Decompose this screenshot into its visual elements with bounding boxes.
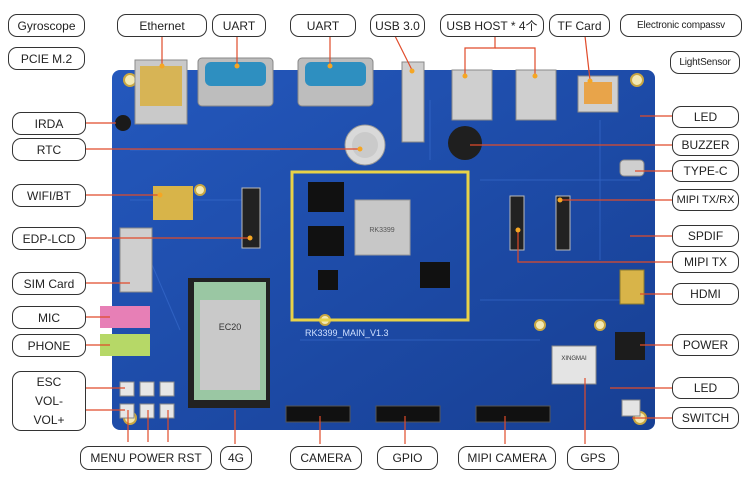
label-mipi-camera: MIPI CAMERA	[458, 446, 556, 470]
label-type-c: TYPE-C	[672, 160, 739, 182]
mounting-holes	[123, 73, 647, 425]
power-switch	[621, 399, 641, 417]
edp-connector	[241, 187, 261, 249]
label-irda: IRDA	[12, 112, 86, 135]
power-jack	[615, 332, 645, 360]
label-buzzer: BUZZER	[672, 134, 739, 156]
label-vol-plus: VOL+	[33, 412, 65, 427]
buzzer	[448, 126, 482, 160]
label-gyroscope: Gyroscope	[8, 14, 85, 37]
uart-connectors	[197, 57, 374, 107]
label-mipi-tx: MIPI TX	[672, 251, 739, 273]
leader-dots	[157, 63, 593, 241]
hdmi-port	[619, 269, 645, 305]
label-switch: SWITCH	[672, 407, 739, 429]
label-menu-power-rst: MENU POWER RST	[80, 446, 212, 470]
soc-label: RK3399	[369, 227, 394, 234]
label-power: POWER	[672, 334, 739, 356]
label-wifi-bt: WIFI/BT	[12, 184, 86, 207]
label-spdif: SPDIF	[672, 225, 739, 247]
label-compass: Electronic compassv	[620, 14, 742, 37]
label-phone: PHONE	[12, 334, 86, 357]
label-hdmi: HDMI	[672, 283, 739, 305]
memory-chips	[308, 182, 450, 290]
sim-slot	[119, 227, 153, 293]
label-vol-minus: VOL-	[34, 393, 63, 408]
label-4g: 4G	[220, 446, 252, 470]
mipi-connectors	[509, 195, 571, 251]
label-pcie: PCIE M.2	[8, 47, 85, 70]
label-usb-host: USB HOST * 4个	[440, 14, 544, 37]
mic-jack	[100, 306, 150, 328]
usb-host-ports	[451, 69, 557, 121]
leader-lines	[86, 35, 672, 444]
label-esc-vol-group: ESC VOL- VOL+	[12, 371, 86, 431]
pcb-traces	[130, 100, 640, 341]
label-tf-card: TF Card	[549, 14, 610, 37]
4g-module-label: EC20	[219, 322, 242, 332]
silkscreen-text: RK3399_MAIN_V1.3	[305, 328, 389, 338]
typec-port	[619, 159, 645, 177]
label-led-bottom: LED	[672, 377, 739, 399]
gps-label: XINGMAI	[561, 356, 587, 362]
board-buttons	[119, 381, 175, 419]
label-mic: MIC	[12, 306, 86, 329]
label-usb3: USB 3.0	[370, 14, 425, 37]
label-uart-1: UART	[212, 14, 266, 37]
gps-module	[551, 345, 597, 385]
label-camera: CAMERA	[290, 446, 362, 470]
phone-jack	[100, 334, 150, 356]
core-board-outline	[290, 170, 470, 322]
label-uart-2: UART	[290, 14, 356, 37]
label-edp-lcd: EDP-LCD	[12, 227, 86, 250]
pin-headers	[285, 405, 551, 423]
irda-sensor	[115, 115, 131, 131]
label-gps: GPS	[567, 446, 619, 470]
soc-chip	[354, 199, 411, 256]
label-light-sensor: LightSensor	[670, 51, 740, 74]
label-sim-card: SIM Card	[12, 272, 86, 295]
label-gpio: GPIO	[377, 446, 438, 470]
label-rtc: RTC	[12, 138, 86, 161]
label-mipi-tx-rx: MIPI TX/RX	[672, 189, 739, 211]
usb3-port	[401, 61, 425, 143]
label-esc: ESC	[36, 374, 62, 389]
wifi-module	[153, 186, 193, 220]
label-led-top: LED	[672, 106, 739, 128]
label-ethernet: Ethernet	[117, 14, 207, 37]
